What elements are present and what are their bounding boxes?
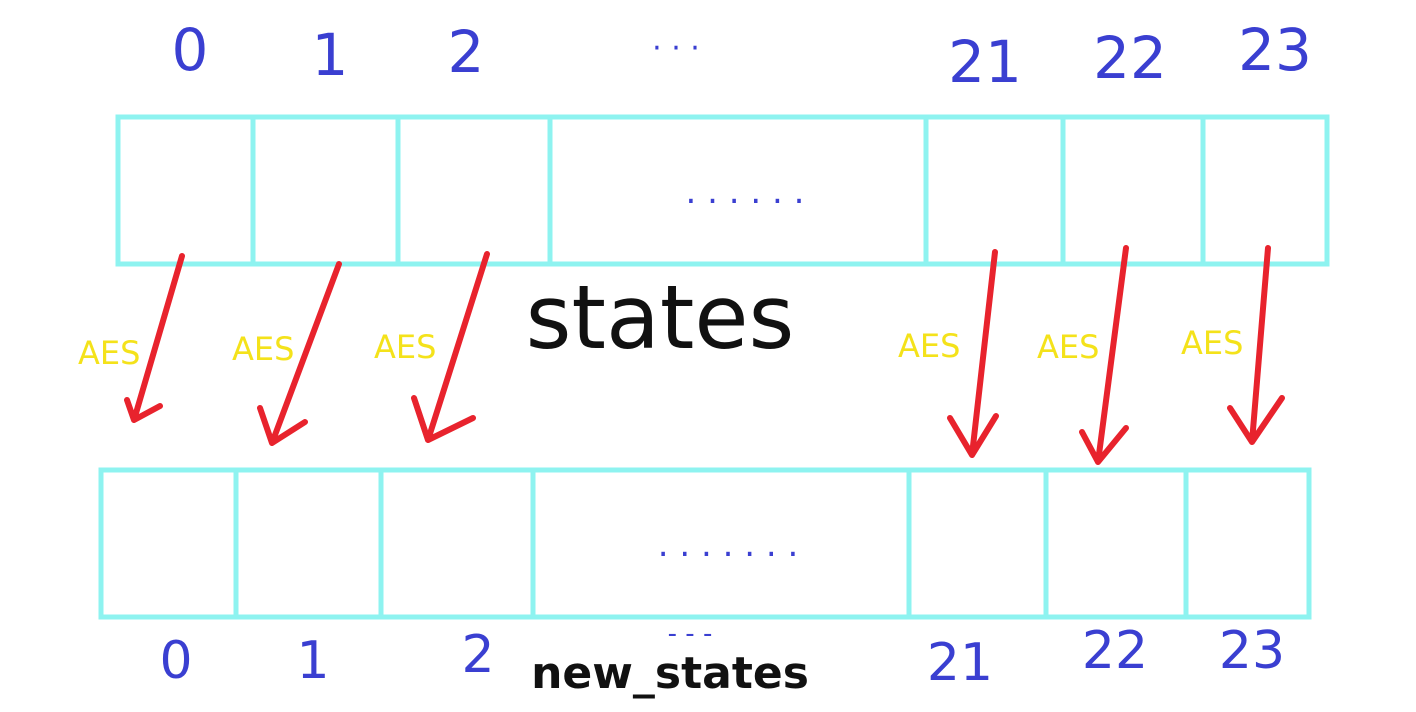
new-states-cell-1: [233, 467, 384, 620]
aes-arrow-22: [1079, 245, 1129, 465]
bottom-index-1: 1: [296, 631, 329, 691]
states-cell-0: [115, 114, 256, 267]
states-cell-2: [395, 114, 553, 267]
new-states-cell-21: [906, 467, 1049, 620]
bottom-index-21: 21: [927, 633, 993, 693]
states-ellipsis: . . . . . .: [686, 172, 805, 212]
aes-arrow-2: [411, 251, 490, 443]
states-array: . . . . . .: [115, 114, 1330, 267]
bottom-index-2: 2: [461, 625, 494, 685]
top-index-1: 1: [312, 21, 349, 89]
aes-label-21: AES: [898, 327, 960, 365]
aes-labels: AES AES AES AES AES AES: [78, 324, 1243, 372]
top-index-ellipsis: · · ·: [652, 31, 700, 66]
bottom-index-0: 0: [159, 631, 192, 691]
aes-arrow-0: [124, 253, 185, 423]
states-cell-21: [923, 114, 1066, 267]
new-states-label: new_states: [531, 648, 809, 699]
aes-arrow-23: [1227, 245, 1285, 445]
aes-label-0: AES: [78, 334, 140, 372]
new-states-cell-2: [378, 467, 536, 620]
top-index-22: 22: [1093, 24, 1167, 92]
aes-label-2: AES: [374, 328, 436, 366]
bottom-index-22: 22: [1082, 621, 1148, 681]
aes-arrows: [124, 245, 1285, 465]
top-index-21: 21: [948, 28, 1022, 96]
new-states-array: . . . . . . .: [98, 467, 1312, 620]
aes-label-1: AES: [232, 330, 294, 368]
states-cell-23: [1200, 114, 1330, 267]
aes-label-22: AES: [1037, 328, 1099, 366]
aes-arrow-1: [257, 261, 342, 446]
new-states-cell-23: [1183, 467, 1312, 620]
bottom-index-23: 23: [1219, 621, 1285, 681]
states-label: states: [526, 266, 795, 369]
aes-label-23: AES: [1181, 324, 1243, 362]
top-index-23: 23: [1238, 16, 1312, 84]
bottom-index-ellipsis: - - -: [668, 619, 713, 649]
bottom-index-labels: 0 1 2 - - - 21 22 23: [159, 619, 1285, 693]
top-index-2: 2: [448, 18, 485, 86]
top-index-labels: 0 1 2 · · · 21 22 23: [172, 16, 1312, 96]
aes-arrow-21: [947, 249, 999, 458]
states-cell-1: [250, 114, 401, 267]
new-states-cell-0: [98, 467, 239, 620]
states-cell-22: [1060, 114, 1206, 267]
new-states-ellipsis: . . . . . . .: [658, 525, 799, 565]
new-states-cell-22: [1043, 467, 1189, 620]
top-index-0: 0: [172, 16, 209, 84]
